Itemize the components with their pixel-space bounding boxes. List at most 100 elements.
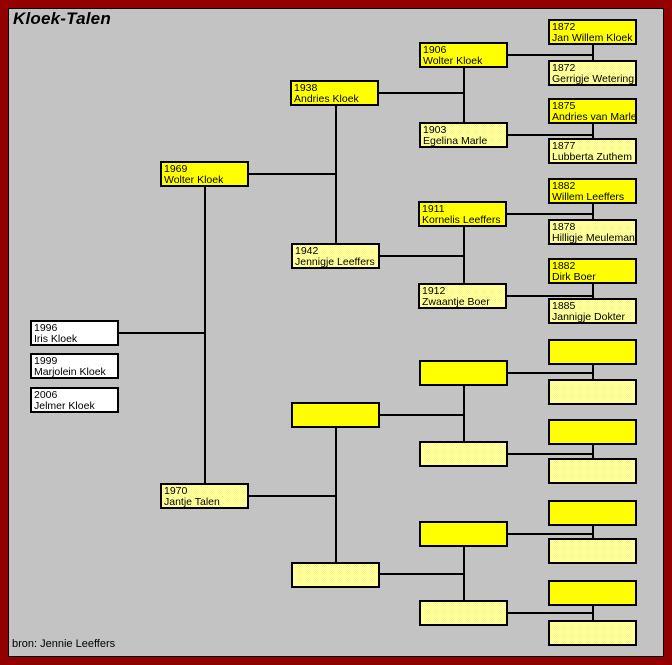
person-name: Iris Kloek — [34, 333, 78, 345]
connector-line — [508, 612, 594, 614]
person-birth-year: 1903 — [423, 124, 447, 136]
connector-line — [463, 68, 465, 122]
connector-line — [380, 255, 465, 257]
person-box[interactable] — [548, 339, 637, 365]
person-birth-year: 1938 — [294, 82, 318, 94]
connector-line — [463, 227, 465, 283]
person-name: Egelina Marle — [423, 135, 488, 147]
person-box[interactable] — [548, 379, 637, 405]
person-name: Kornelis Leeffers — [422, 214, 501, 226]
person-birth-year: 1882 — [552, 260, 576, 272]
connector-line — [592, 445, 594, 458]
person-name: Gerrigje Wetering — [552, 73, 635, 85]
person-birth-year: 1969 — [164, 163, 188, 175]
person-name: Lubberta Zuthem — [552, 151, 632, 163]
connector-line — [592, 124, 594, 138]
person-box[interactable] — [419, 600, 508, 626]
person-name: Andries van Marle — [552, 111, 637, 123]
person-box[interactable] — [419, 360, 508, 386]
person-birth-year: 1872 — [552, 62, 576, 74]
connector-line — [118, 332, 206, 334]
person-birth-year: 1911 — [422, 203, 445, 215]
person-birth-year: 1878 — [552, 221, 576, 233]
person-box[interactable] — [548, 538, 637, 564]
connector-line — [592, 606, 594, 620]
person-birth-year: 2006 — [34, 389, 58, 401]
connector-line — [592, 204, 594, 219]
connector-line — [592, 284, 594, 298]
connector-line — [508, 134, 594, 136]
connector-line — [592, 45, 594, 60]
connector-line — [335, 428, 337, 562]
person-name: Jannigje Dokter — [552, 311, 625, 323]
connector-line — [507, 295, 594, 297]
connector-line — [335, 106, 337, 243]
connector-line — [508, 533, 594, 535]
person-birth-year: 1906 — [423, 44, 447, 56]
person-name: Jan Willem Kloek — [552, 32, 633, 44]
person-name: Dirk Boer — [552, 271, 596, 283]
connector-line — [508, 453, 594, 455]
person-box[interactable] — [419, 441, 508, 467]
person-name: Hilligje Meuleman — [552, 232, 635, 244]
connector-line — [508, 372, 594, 374]
connector-line — [507, 213, 594, 215]
person-box[interactable] — [548, 620, 637, 646]
person-name: Wolter Kloek — [164, 174, 224, 186]
person-name: Willem Leeffers — [552, 191, 625, 203]
source-note: bron: Jennie Leeffers — [12, 638, 116, 650]
person-box[interactable] — [291, 402, 380, 428]
person-name: Jennigje Leeffers — [295, 256, 375, 268]
person-name: Jelmer Kloek — [34, 400, 95, 412]
chart-title: Kloek-Talen — [13, 9, 111, 28]
connector-line — [592, 365, 594, 379]
connector-line — [204, 187, 206, 483]
person-birth-year: 1882 — [552, 180, 576, 192]
person-birth-year: 1885 — [552, 300, 576, 312]
person-birth-year: 1877 — [552, 140, 576, 152]
person-birth-year: 1912 — [422, 285, 446, 297]
person-birth-year: 1875 — [552, 100, 576, 112]
connector-line — [463, 547, 465, 600]
connector-line — [508, 54, 594, 56]
person-birth-year: 1970 — [164, 485, 188, 497]
person-name: Wolter Kloek — [423, 55, 483, 67]
person-birth-year: 1996 — [34, 322, 58, 334]
person-box[interactable] — [548, 580, 637, 606]
person-name: Jantje Talen — [164, 496, 220, 508]
person-box[interactable] — [548, 458, 637, 484]
person-name: Marjolein Kloek — [34, 366, 106, 378]
person-box[interactable] — [548, 500, 637, 526]
person-name: Andries Kloek — [294, 93, 359, 105]
connector-line — [249, 173, 337, 175]
person-birth-year: 1942 — [295, 245, 319, 257]
person-box[interactable] — [291, 562, 380, 588]
person-birth-year: 1999 — [34, 355, 58, 367]
person-name: Zwaantje Boer — [422, 296, 490, 308]
person-box[interactable] — [419, 521, 508, 547]
connector-line — [379, 92, 465, 94]
connector-line — [249, 495, 337, 497]
connector-line — [592, 526, 594, 538]
person-box[interactable] — [548, 419, 637, 445]
